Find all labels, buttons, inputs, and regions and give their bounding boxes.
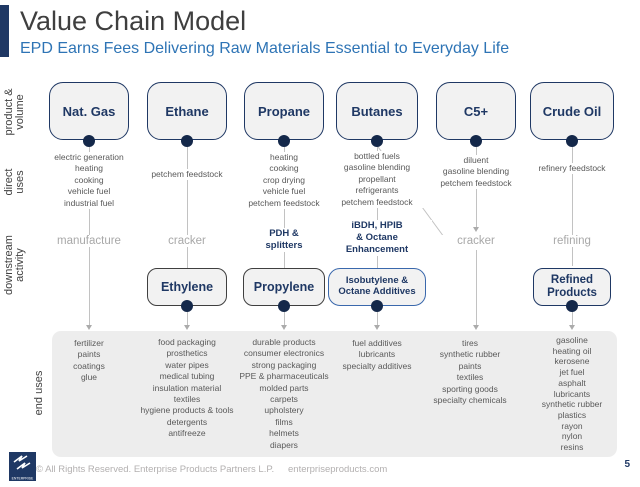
connector-line	[187, 146, 188, 268]
arrowhead-icon	[472, 325, 479, 330]
activity-label-cracker-c5: cracker	[421, 235, 531, 247]
footer-website: enterpriseproducts.com	[288, 464, 388, 475]
connector-dot	[83, 135, 95, 147]
arrowhead-icon	[472, 227, 479, 232]
arrowhead-icon	[183, 325, 190, 330]
end-uses-list-c5: tires synthetic rubber paints textiles s…	[433, 338, 507, 406]
page-subtitle: EPD Earns Fees Delivering Raw Materials …	[20, 40, 510, 57]
end-uses-list-refined-products: gasoline heating oil kerosene jet fuel a…	[541, 335, 603, 453]
product-box-butanes: Butanes	[336, 82, 418, 140]
activity-label-ibdh-octane: iBDH, HPIB & Octane Enhancement	[322, 220, 432, 256]
page-title: Value Chain Model	[20, 6, 247, 36]
direct-uses-list-butanes: bottled fuels gasoline blending propella…	[322, 151, 432, 209]
footer-copyright: © All Rights Reserved. Enterprise Produc…	[36, 464, 275, 475]
connector-dot	[566, 135, 578, 147]
activity-label-pdh-splitters: PDH & splitters	[229, 228, 339, 252]
direct-uses-list-crude-oil: refinery feedstock	[517, 163, 627, 175]
end-uses-list-propylene: durable products consumer electronics st…	[239, 337, 329, 450]
intermediate-box-propylene: Propylene	[243, 268, 325, 306]
title-accent-bar	[0, 5, 9, 57]
direct-uses-list-ethane: petchem feedstock	[132, 169, 242, 181]
connector-dot	[371, 300, 383, 312]
direct-uses-list-nat-gas: electric generation heating cooking vehi…	[34, 152, 144, 210]
row-label-downstream-activity: downstream activity	[2, 235, 27, 295]
connector-dot	[371, 135, 383, 147]
connector-dot	[470, 135, 482, 147]
product-box-propane: Propane	[244, 82, 324, 140]
intermediate-box-refined-products: Refined Products	[533, 268, 611, 306]
end-uses-list-nat-gas: fertilizer paints coatings glue	[73, 338, 105, 383]
connector-line	[377, 310, 378, 325]
product-box-crude-oil: Crude Oil	[530, 82, 614, 140]
arrowhead-icon	[280, 325, 287, 330]
activity-label-cracker-ethane: cracker	[132, 235, 242, 247]
connector-dot	[181, 300, 193, 312]
product-box-c5: C5+	[436, 82, 516, 140]
connector-line	[476, 250, 477, 325]
connector-dot	[181, 135, 193, 147]
page-number: 5	[624, 459, 630, 470]
connector-dot	[566, 300, 578, 312]
connector-line	[572, 146, 573, 266]
activity-label-refining: refining	[517, 235, 627, 247]
arrowhead-icon	[85, 325, 92, 330]
connector-line	[187, 310, 188, 325]
connector-dot	[278, 300, 290, 312]
direct-uses-list-propane: heating cooking crop drying vehicle fuel…	[229, 152, 339, 210]
end-uses-panel	[52, 331, 617, 457]
connector-line	[572, 310, 573, 325]
end-uses-list-ethylene: food packaging prosthetics water pipes m…	[140, 337, 234, 439]
connector-dot	[278, 135, 290, 147]
direct-uses-list-c5: diluent gasoline blending petchem feedst…	[421, 155, 531, 190]
activity-label-manufacture: manufacture	[34, 235, 144, 247]
product-box-ethane: Ethane	[147, 82, 227, 140]
end-uses-list-isobutylene: fuel additives lubricants specialty addi…	[342, 338, 412, 371]
svg-text:ENTERPRISE: ENTERPRISE	[12, 477, 34, 481]
arrowhead-icon	[373, 325, 380, 330]
connector-line	[284, 310, 285, 325]
enterprise-products-logo: ENTERPRISE	[9, 452, 36, 481]
arrowhead-icon	[568, 325, 575, 330]
product-box-nat-gas: Nat. Gas	[49, 82, 129, 140]
